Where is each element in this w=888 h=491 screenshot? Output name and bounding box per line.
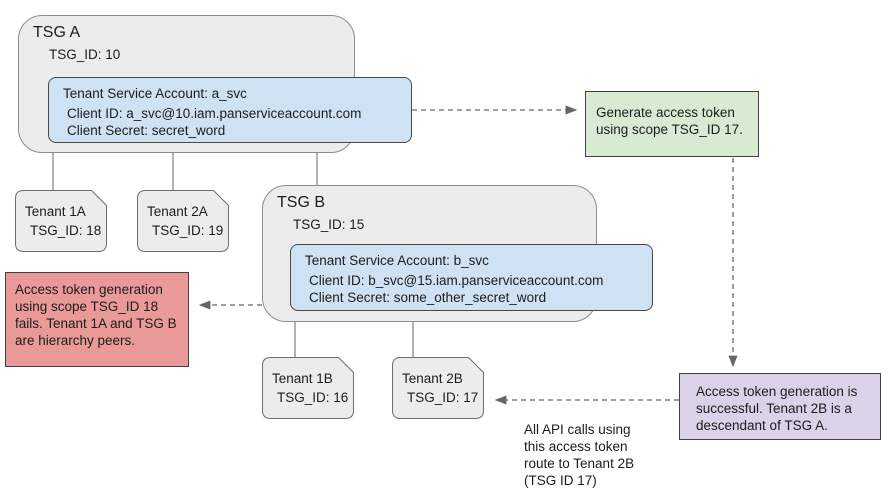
tenant-1b-id-label: TSG_ID: 16 [277, 390, 349, 405]
token-fails-callout: Access token generation using scope TSG_… [5, 272, 189, 367]
tenant-card-shape [392, 357, 484, 419]
service-account-a-client-secret: Client Secret: secret_word [67, 123, 226, 138]
tenant-2a-card: Tenant 2A TSG_ID: 19 [137, 190, 229, 252]
tsg-a-title: TSG A [33, 24, 81, 41]
tenant-2b-name: Tenant 2B [402, 371, 463, 386]
tsg-b-id-label: TSG_ID: 15 [293, 217, 365, 232]
service-account-b-client-secret: Client Secret: some_other_secret_word [309, 290, 547, 305]
service-account-a-title: Tenant Service Account: a_svc [63, 86, 247, 101]
tenant-card-shape [137, 190, 229, 252]
tenant-2a-name: Tenant 2A [147, 204, 208, 219]
tenant-card-shape [262, 357, 354, 419]
tenant-2b-card: Tenant 2B TSG_ID: 17 [392, 357, 484, 419]
tenant-1a-name: Tenant 1A [25, 204, 86, 219]
tsg-a-id-label: TSG_ID: 10 [49, 47, 121, 62]
generate-token-callout: Generate access token using scope TSG_ID… [585, 91, 759, 157]
service-account-b-box: Tenant Service Account: b_svc Client ID:… [290, 244, 653, 311]
service-account-b-client-id: Client ID: b_svc@15.iam.panserviceaccoun… [309, 273, 604, 288]
tenant-2b-id-label: TSG_ID: 17 [407, 390, 479, 405]
tsg-b-title: TSG B [277, 194, 326, 211]
token-success-callout: Access token generation is successful. T… [679, 373, 881, 440]
tenant-1b-card: Tenant 1B TSG_ID: 16 [262, 357, 354, 419]
tenant-2a-id-label: TSG_ID: 19 [152, 223, 224, 238]
tenant-card-shape [15, 190, 107, 252]
api-route-note: All API calls using this access token ro… [524, 422, 635, 488]
tenant-1a-card: Tenant 1A TSG_ID: 18 [15, 190, 107, 252]
service-account-b-title: Tenant Service Account: b_svc [305, 253, 489, 268]
tenant-1a-id-label: TSG_ID: 18 [30, 223, 102, 238]
service-account-a-box: Tenant Service Account: a_svc Client ID:… [48, 77, 412, 143]
tenant-1b-name: Tenant 1B [272, 371, 333, 386]
service-account-a-client-id: Client ID: a_svc@10.iam.panserviceaccoun… [67, 106, 362, 121]
